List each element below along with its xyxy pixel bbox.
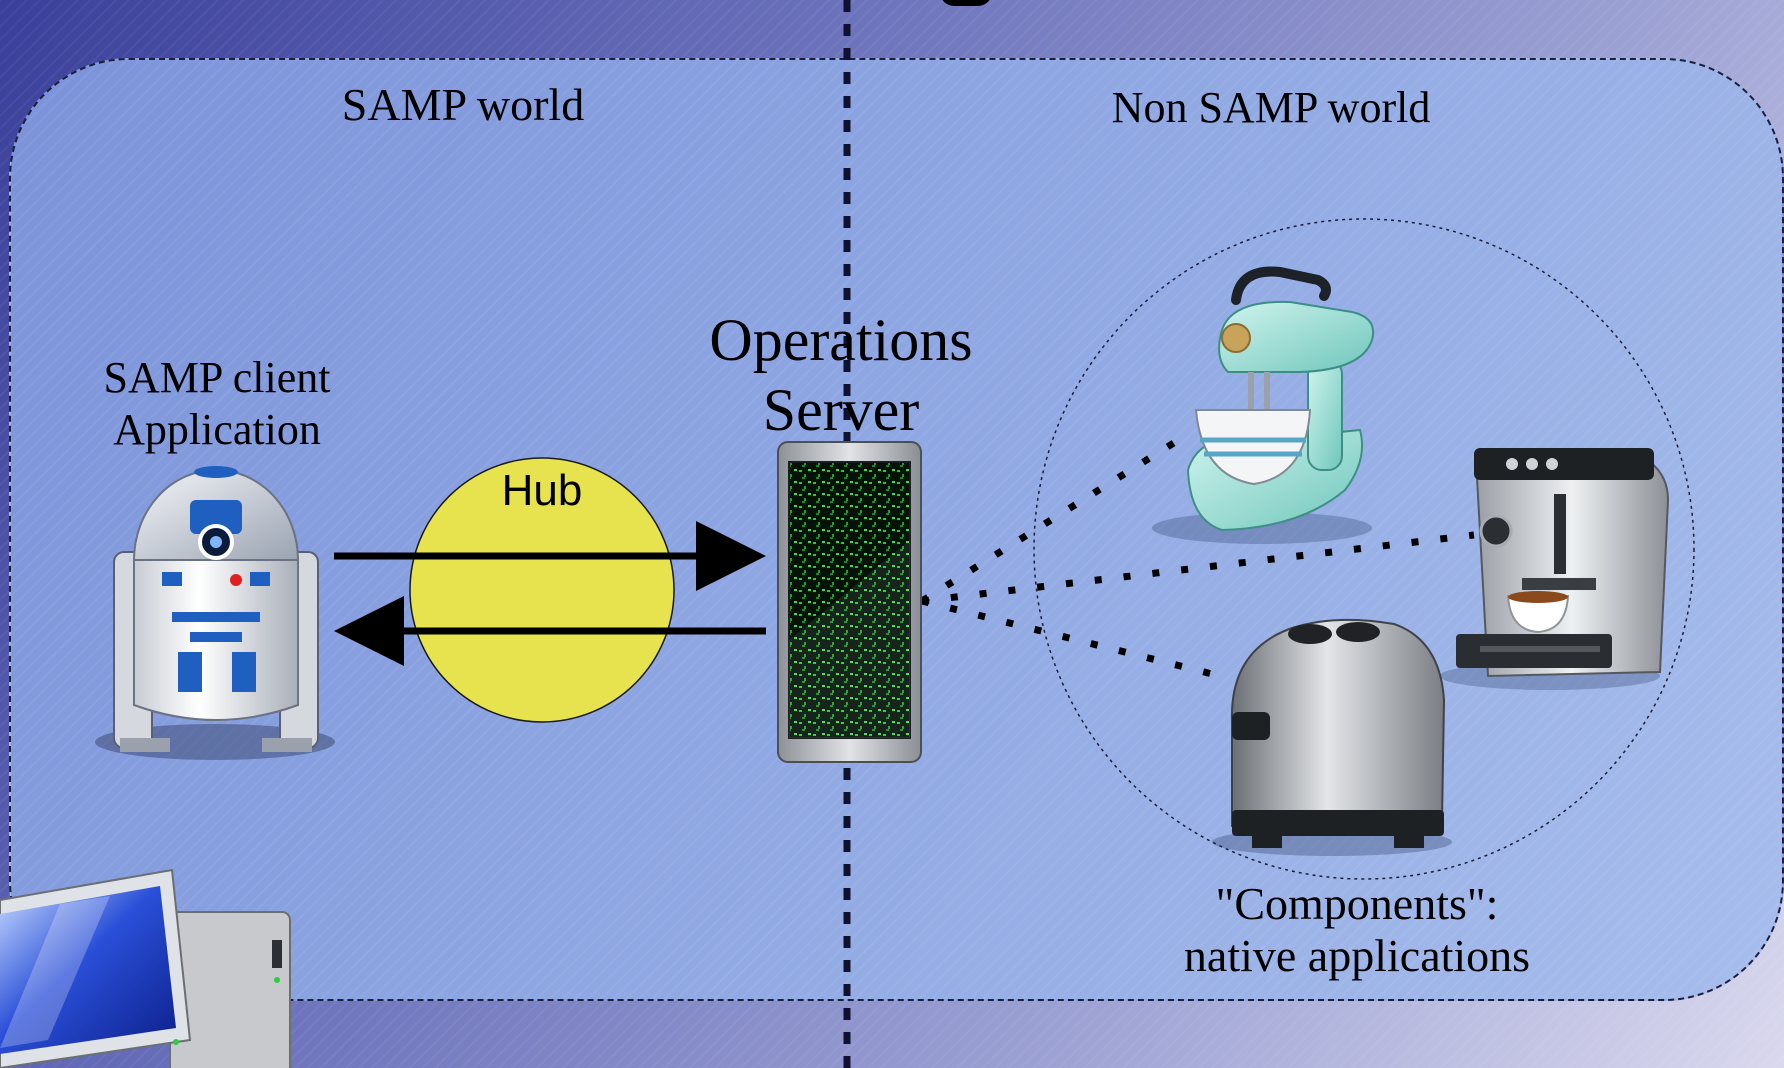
connection-to-mixer (920, 436, 1182, 604)
toaster-icon (1212, 618, 1452, 856)
components-label: "Components": native applications (1184, 878, 1530, 982)
connection-to-coffee-machine (921, 531, 1475, 605)
server-label: Operations Server (709, 305, 972, 445)
samp-world-label: SAMP world (341, 79, 585, 130)
components-label-line1: "Components": (1215, 878, 1499, 929)
client-label-line2: Application (113, 405, 321, 454)
components-boundary-circle (1033, 218, 1695, 880)
server-terminal-icon (777, 441, 922, 763)
component-connections (920, 436, 1475, 681)
desktop-computer-icon (0, 868, 291, 1068)
components-label-line2: native applications (1183, 930, 1531, 981)
hub-circle (409, 457, 675, 723)
server-label-line1: Operations (709, 307, 973, 373)
server-label-line2: Server (762, 377, 920, 443)
connection-to-toaster (921, 597, 1225, 681)
stand-mixer-icon (1152, 266, 1374, 544)
coffee-machine-icon (1440, 448, 1670, 690)
client-label-line1: SAMP client (103, 353, 331, 402)
client-label: SAMP client Application (104, 352, 331, 456)
robot-client-icon (95, 466, 335, 760)
non-samp-world-label: Non SAMP world (1111, 83, 1431, 132)
hub-label: Hub (501, 466, 583, 515)
